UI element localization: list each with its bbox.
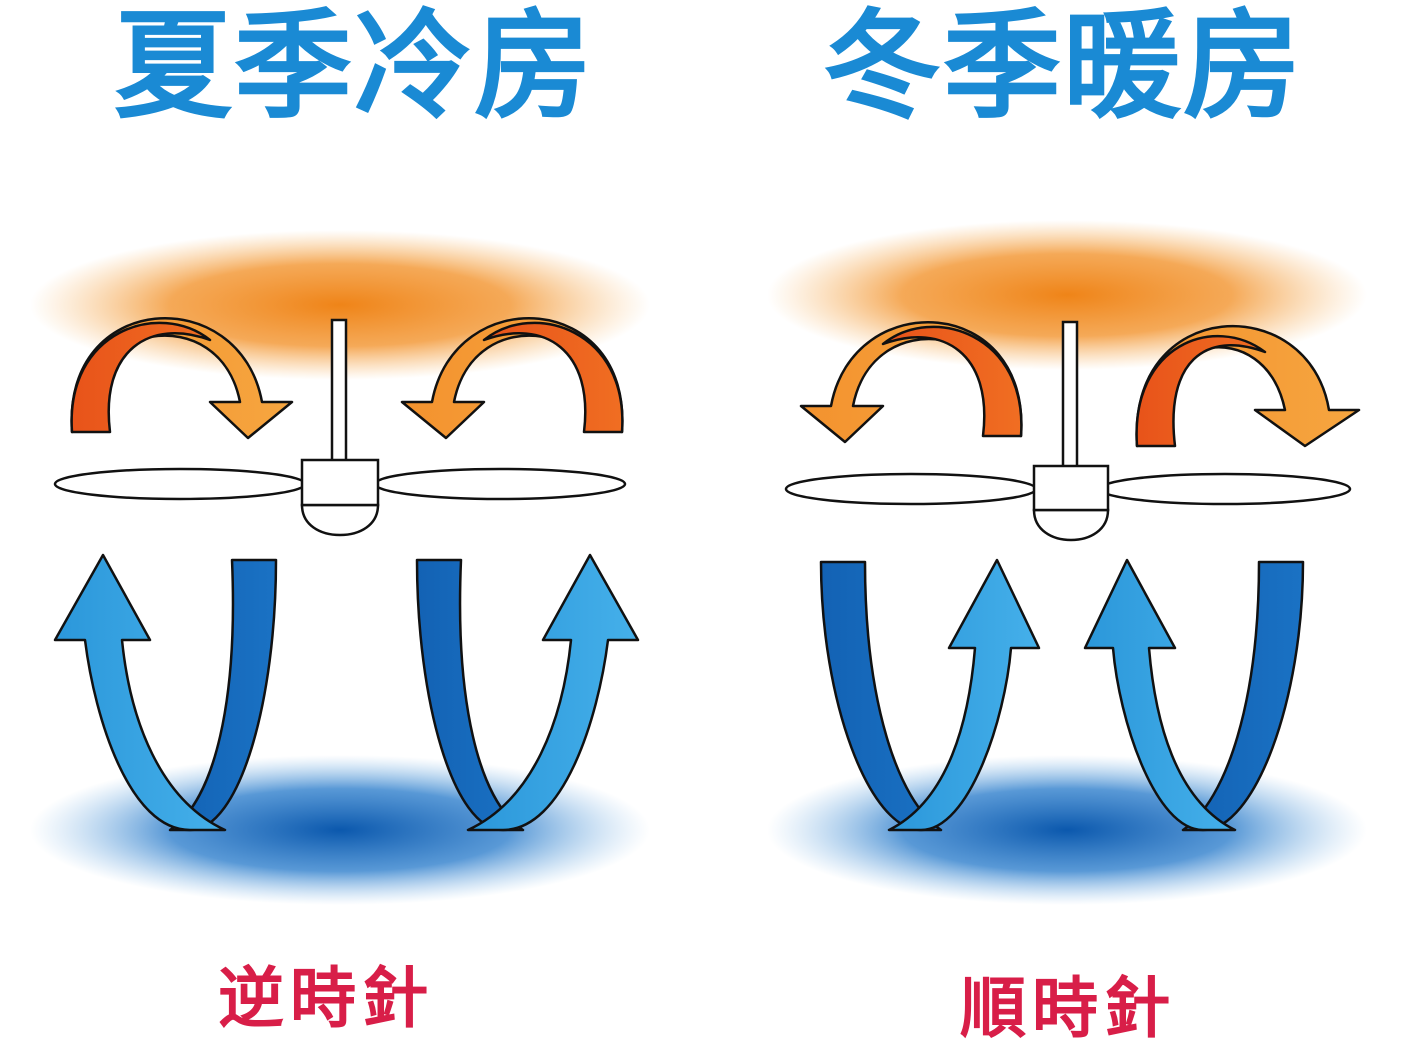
warm-arrow-left-icon	[799, 321, 1023, 444]
airflow-diagram-winter	[767, 220, 1367, 905]
cool-arrow-left-icon	[819, 558, 1041, 832]
cool-arrow-left-icon	[53, 553, 278, 832]
warm-arrow-right-icon	[400, 317, 624, 440]
warm-arrow-left-icon	[70, 317, 294, 440]
panel-summer: 夏季冷房	[0, 0, 708, 1060]
airflow-diagram-summer	[30, 230, 650, 905]
cool-arrow-right-icon	[415, 553, 640, 832]
cool-air-zone	[30, 755, 650, 905]
warm-arrow-right-icon	[1135, 324, 1361, 448]
rotation-label: 順時針	[960, 970, 1176, 1047]
cool-air-zone	[767, 755, 1367, 905]
ceiling-fan-icon	[53, 318, 627, 537]
panel-winter: 冬季暖房	[709, 0, 1417, 1060]
panel-title: 冬季暖房	[822, 0, 1303, 135]
rotation-label: 逆時針	[218, 960, 434, 1037]
cool-arrow-right-icon	[1083, 558, 1305, 832]
panel-title: 夏季冷房	[113, 0, 594, 135]
ceiling-fan-icon	[784, 320, 1352, 542]
